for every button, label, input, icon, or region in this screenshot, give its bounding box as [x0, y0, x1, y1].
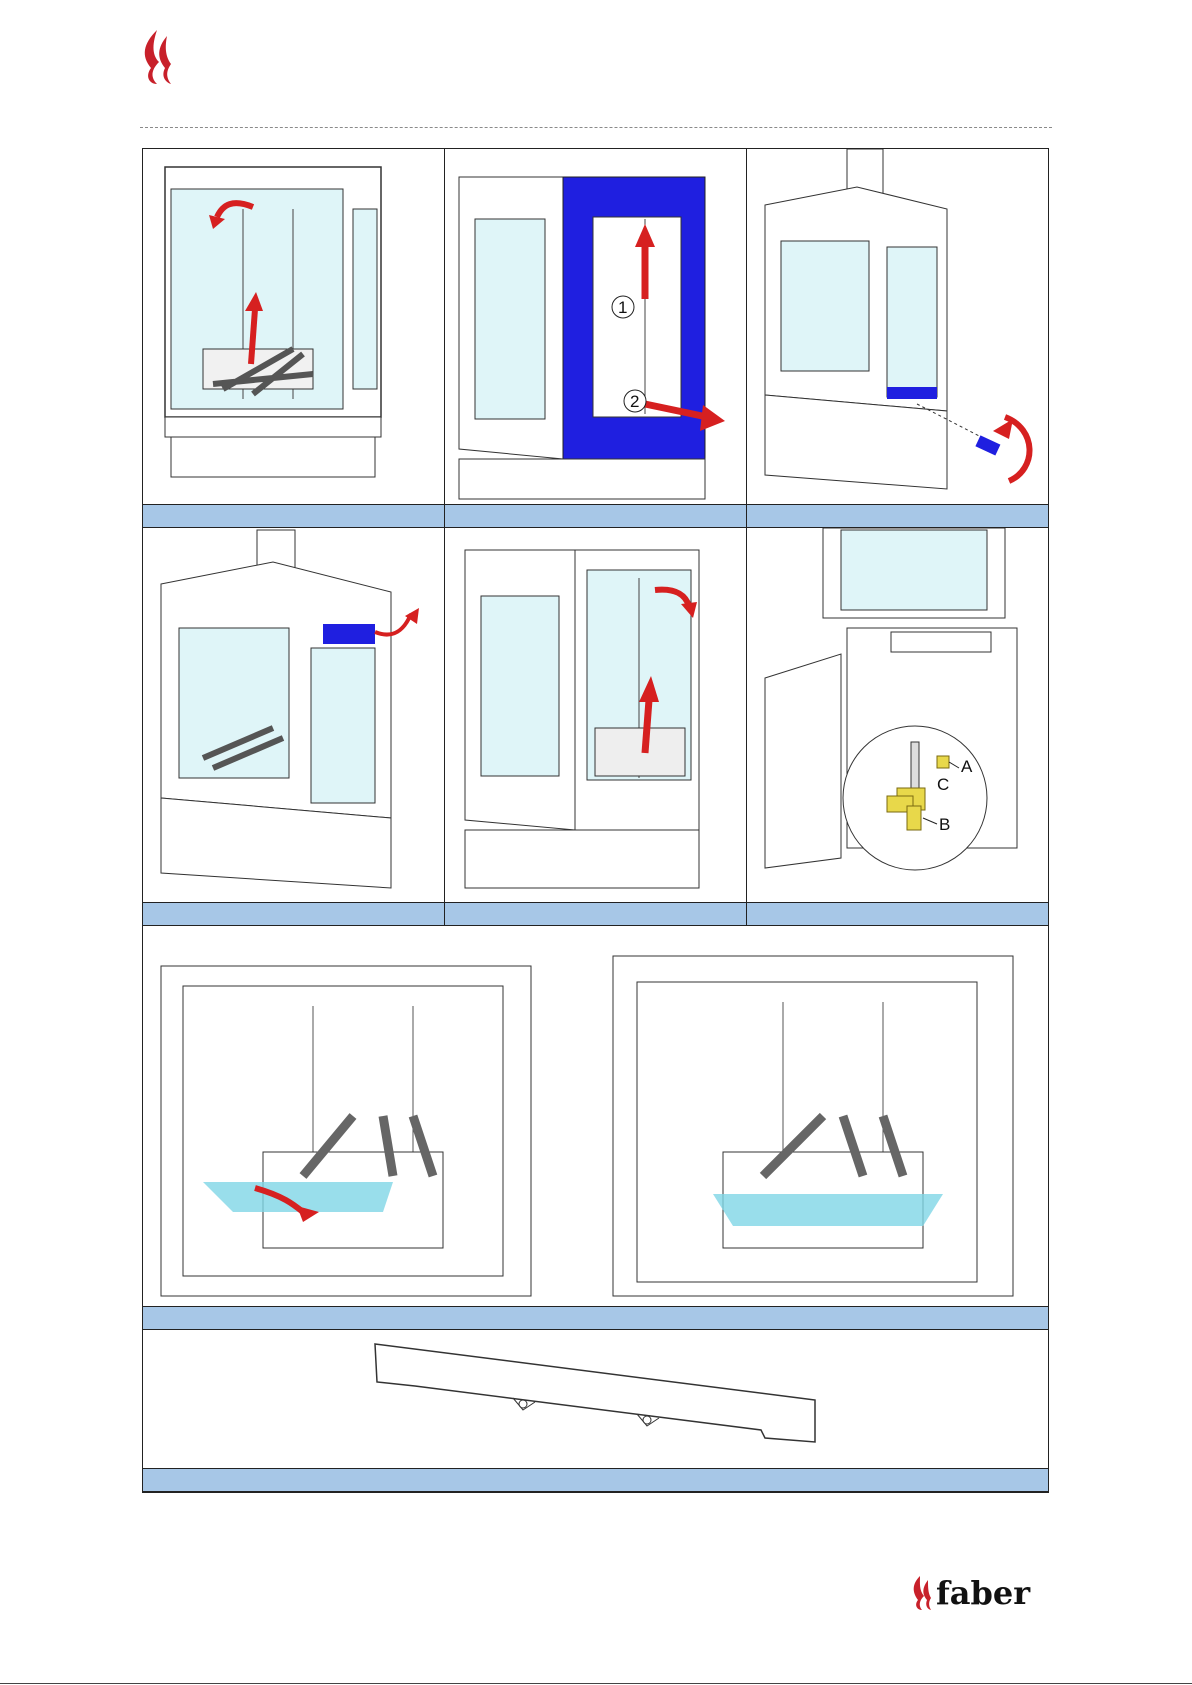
- grid-line: [444, 149, 445, 528]
- label-c: C: [937, 775, 949, 794]
- caption-bar-row-3: [143, 1306, 1048, 1330]
- header-divider: [140, 127, 1052, 128]
- instruction-figure-table: 1 2: [142, 148, 1049, 1493]
- callout-1: 1: [618, 298, 627, 317]
- flame-logo-icon: [135, 26, 187, 86]
- faber-logo: faber: [910, 1570, 1035, 1612]
- brand-name: faber: [936, 1574, 1031, 1612]
- flame-icon: [914, 1576, 924, 1610]
- footer-divider: [0, 1683, 1192, 1684]
- figure-panel-8: [143, 1330, 1048, 1468]
- figure-panel-2: 1 2: [445, 149, 747, 504]
- grid-line: [746, 149, 747, 528]
- caption-bar-row-4: [143, 1468, 1048, 1492]
- label-a: A: [961, 757, 973, 776]
- figure-panel-6: A C B: [747, 528, 1048, 891]
- figure-panel-1: [143, 149, 445, 504]
- caption-bar-row-1: [143, 504, 1048, 528]
- grid-line: [746, 528, 747, 926]
- callout-2: 2: [630, 392, 639, 411]
- figure-panel-7: [143, 926, 1048, 1306]
- grid-line: [444, 528, 445, 926]
- caption-bar-row-2: [143, 902, 1048, 926]
- burner-view-right: [613, 956, 1013, 1296]
- figure-panel-3: [747, 149, 1048, 504]
- burner-view-left: [161, 966, 531, 1296]
- label-b: B: [939, 815, 950, 834]
- figure-panel-4: [143, 528, 445, 891]
- figure-panel-5: [445, 528, 747, 891]
